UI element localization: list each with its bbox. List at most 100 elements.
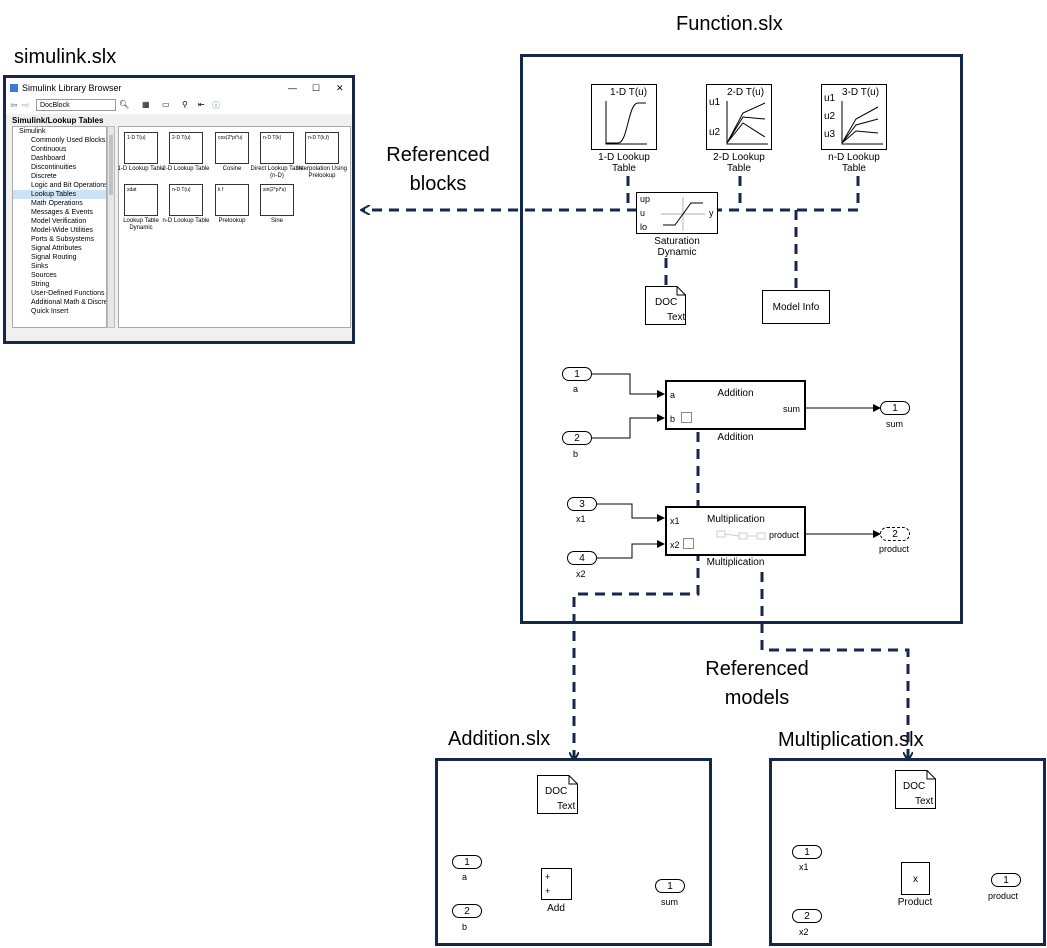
addition-doc-block[interactable]: DOC Text <box>537 775 578 814</box>
library-block-label: Prelookup <box>218 218 246 224</box>
tree-item[interactable]: Messages & Events <box>31 209 93 216</box>
addition-caption: Addition <box>717 432 754 443</box>
tree-item[interactable]: Math Operations <box>31 200 83 207</box>
tile-icon-text: cos(2*pi*u) <box>218 135 243 141</box>
doc-line2: Text <box>667 312 686 323</box>
tree-item[interactable]: Quick Insert <box>31 308 69 315</box>
pin-icon[interactable]: ⚲ <box>182 100 188 109</box>
multiplication-inport-x2-label: x2 <box>799 927 809 937</box>
search-icon[interactable]: 🔍︎ <box>119 100 130 109</box>
saturation-port-up: up <box>640 194 651 204</box>
tree-item[interactable]: Model-Wide Utilities <box>31 227 93 234</box>
inport-b[interactable]: 2 <box>562 431 592 445</box>
saturation-port-u: u <box>640 208 646 218</box>
library-block-tile[interactable]: 2-D T(u) <box>169 132 203 164</box>
open-folder-icon[interactable]: ▭ <box>162 100 170 109</box>
help-icon[interactable]: ⓘ <box>212 101 220 110</box>
unpin-icon[interactable]: ⇤ <box>198 100 205 109</box>
caption-line: 2-D Lookup <box>713 152 765 163</box>
library-toolbar: ⇦ ⇨ DocBlock 🔍︎ ▦ ▭ ⚲ ⇤ ⓘ <box>6 98 352 114</box>
tree-item[interactable]: User-Defined Functions <box>31 290 105 297</box>
tree-item[interactable]: Simulink <box>19 128 46 135</box>
addition-block-title: Addition <box>717 388 754 399</box>
minimize-button[interactable]: — <box>288 83 297 93</box>
library-options-icon[interactable]: ▦ <box>142 100 150 109</box>
tree-item[interactable]: Signal Routing <box>31 254 77 261</box>
doc-page-icon <box>537 775 578 814</box>
library-block-label: n-D Lookup Table <box>162 218 210 224</box>
library-search-input[interactable]: DocBlock <box>36 99 116 111</box>
add-block[interactable]: + + <box>541 868 572 900</box>
multiplication-outport-product[interactable]: 1 <box>991 873 1021 887</box>
tree-item[interactable]: Signal Attributes <box>31 245 82 252</box>
saturation-caption: Saturation Dynamic <box>636 236 718 258</box>
model-info-block[interactable]: Model Info <box>762 290 830 324</box>
tree-item[interactable]: Sinks <box>31 263 49 270</box>
addition-inport-a[interactable]: 1 <box>452 855 482 869</box>
multiplication-doc-block[interactable]: DOC Text <box>895 770 936 809</box>
addition-port-a: a <box>670 390 676 400</box>
addition-model-reference[interactable]: Addition a b sum <box>665 380 806 430</box>
saturation-port-y: y <box>709 208 714 218</box>
doc-block[interactable]: DOC Text <box>645 286 686 325</box>
tree-item[interactable]: Sources <box>31 272 57 279</box>
referenced-models-callout: Referenced models <box>695 655 819 713</box>
addition-outport-sum[interactable]: 1 <box>655 879 685 893</box>
tree-item[interactable]: Lookup Tables <box>13 190 106 199</box>
library-title-bar: Simulink Library Browser — ☐ ✕ <box>6 78 352 98</box>
maximize-button[interactable]: ☐ <box>312 83 321 93</box>
library-block-tile[interactable]: n-D T(k,f) <box>305 132 339 164</box>
inport-b-label: b <box>573 449 579 459</box>
tree-item[interactable]: Commonly Used Blocks <box>31 137 106 144</box>
lookup-table-block[interactable]: 1-D T(u) <box>591 84 657 150</box>
library-block-tile[interactable]: cos(2*pi*u) <box>215 132 249 164</box>
tree-item[interactable]: Dashboard <box>31 155 66 162</box>
library-block-label: Sine <box>270 218 283 224</box>
caption-line: n-D Lookup <box>828 152 880 163</box>
tree-scrollbar[interactable] <box>107 126 115 328</box>
function-title: Function.slx <box>676 13 783 35</box>
lookup-icon-title: 1-D T(u) <box>610 87 648 98</box>
inport-a[interactable]: 1 <box>562 367 592 381</box>
multiplication-inport-x2[interactable]: 2 <box>792 909 822 923</box>
library-block-tile[interactable]: sin(2*pi*u) <box>260 184 294 216</box>
library-block-label: Direct Lookup Table (n-D) <box>250 166 304 179</box>
tree-item[interactable]: String <box>31 281 50 288</box>
tree-item[interactable]: Model Verification <box>31 218 87 225</box>
lookup-curve-icon <box>605 101 647 145</box>
library-block-label: Interpolation Using Prelookup <box>296 166 348 179</box>
library-block-tile[interactable]: k f <box>215 184 249 216</box>
outport-sum[interactable]: 1 <box>880 401 910 415</box>
addition-inport-b[interactable]: 2 <box>452 904 482 918</box>
library-block-tile[interactable]: xdat <box>124 184 158 216</box>
tile-icon-text: k f <box>218 187 224 193</box>
library-block-tile[interactable]: n-D T(k) <box>260 132 294 164</box>
block-reference-line <box>362 176 860 210</box>
multiplication-inport-x1[interactable]: 1 <box>792 845 822 859</box>
saturation-curve-icon <box>661 197 705 231</box>
doc-page-icon <box>895 770 936 809</box>
tree-item[interactable]: Discrete <box>31 173 57 180</box>
forward-arrow-icon[interactable]: ⇨ <box>22 100 30 110</box>
inport-x2[interactable]: 4 <box>567 551 597 565</box>
library-block-tile[interactable]: n-D T(u) <box>169 184 203 216</box>
inport-x1[interactable]: 3 <box>567 497 597 511</box>
tree-item[interactable]: Additional Math & Discrete <box>31 299 107 306</box>
outport-product[interactable]: 2 <box>880 527 910 541</box>
tree-item[interactable]: Logic and Bit Operations <box>31 182 107 189</box>
tree-item[interactable]: Continuous <box>31 146 67 153</box>
product-block[interactable]: x <box>901 862 930 895</box>
close-button[interactable]: ✕ <box>336 83 344 93</box>
back-arrow-icon[interactable]: ⇦ <box>10 100 18 110</box>
caption-line: Table <box>612 163 636 174</box>
tree-item[interactable]: Discontinuities <box>31 164 77 171</box>
caption-line: Dynamic <box>657 247 697 258</box>
library-block-tile[interactable]: 1-D T(u) <box>124 132 158 164</box>
saturation-dynamic-block[interactable]: up u lo y <box>636 192 718 234</box>
tree-item[interactable]: Ports & Subsystems <box>31 236 95 243</box>
multiplication-model-reference[interactable]: Multiplication x1 x2 product <box>665 506 806 556</box>
